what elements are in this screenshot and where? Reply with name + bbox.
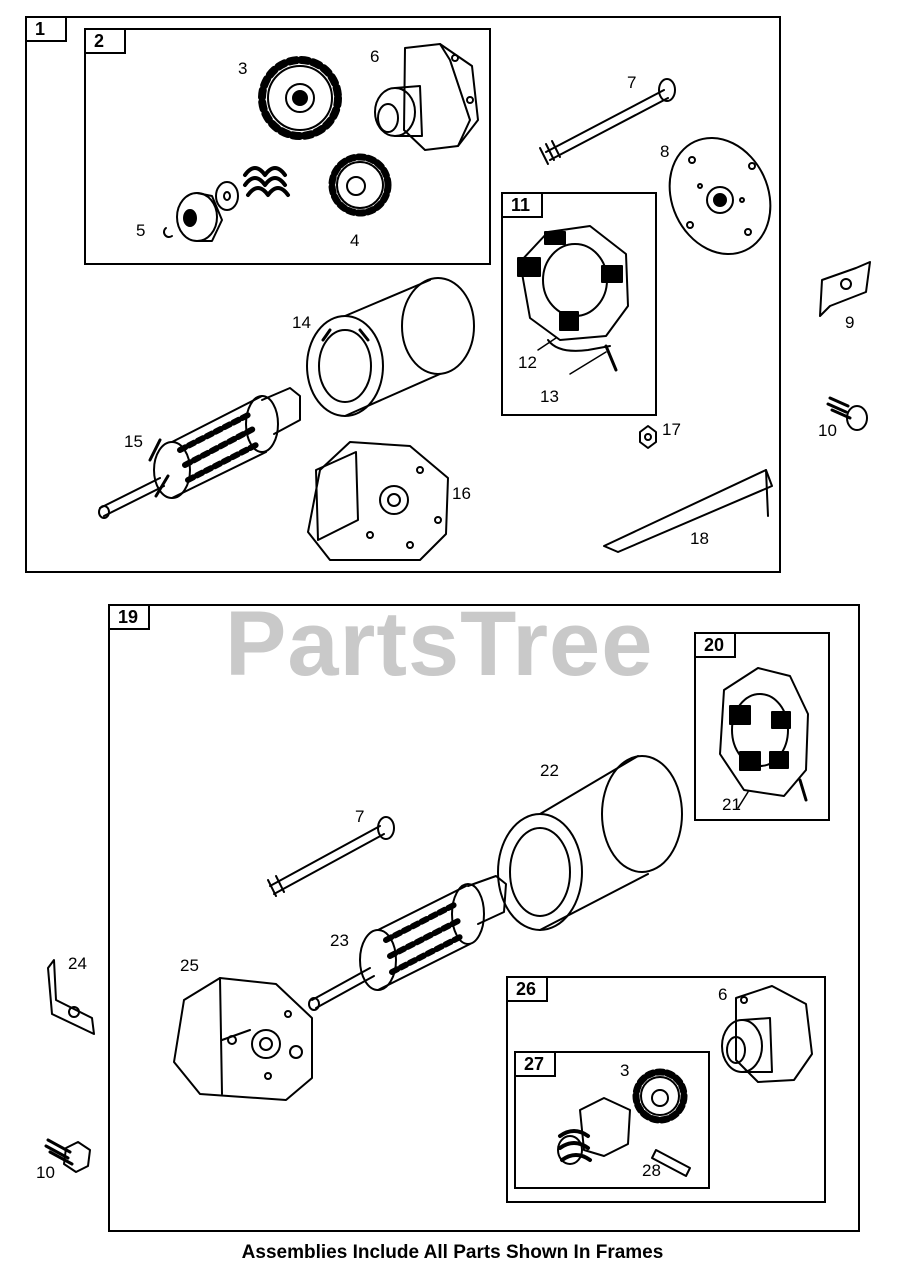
part-number-3: 3 (238, 59, 248, 78)
part-number-5: 5 (136, 221, 146, 240)
pinion-gear-3-drawing (258, 56, 342, 140)
part-number-4: 4 (350, 231, 360, 250)
drive-housing-6-drawing (374, 43, 479, 151)
armature-23-drawing (308, 875, 507, 1011)
bracket-24-drawing (47, 959, 95, 1035)
pinion-gear-3-lower-drawing (632, 1068, 688, 1124)
frame-label-20: 20 (694, 632, 736, 658)
assembly-frame-20: 20 (694, 632, 830, 821)
part-number-18: 18 (690, 529, 709, 548)
assembly-frame-27: 27 (514, 1051, 710, 1189)
part-number-6-lower: 6 (718, 985, 728, 1004)
part-number-6: 6 (370, 47, 380, 66)
assembly-frame-26: 26 (506, 976, 826, 1203)
screw-10-top-drawing (826, 396, 868, 431)
frame-label-2: 2 (84, 28, 126, 54)
part-number-25: 25 (180, 956, 199, 975)
part-number-3-lower: 3 (620, 1061, 630, 1080)
nut-17-drawing (639, 425, 657, 449)
assembly-frame-2: 2 (84, 28, 491, 265)
frame-label-11: 11 (501, 192, 543, 218)
assembly-frame-19: 19 (108, 604, 860, 1232)
frame-label-1: 1 (25, 16, 67, 42)
part-number-10: 10 (818, 421, 837, 440)
part-number-13: 13 (540, 387, 559, 406)
frame-label-27: 27 (514, 1051, 556, 1077)
part-number-15: 15 (124, 432, 143, 451)
part-number-10-lower: 10 (36, 1163, 55, 1182)
spring-assembly-27-drawing (557, 1097, 631, 1165)
part-number-21: 21 (722, 795, 741, 814)
part-number-23: 23 (330, 931, 349, 950)
watermark: PartsTree (225, 593, 654, 695)
part-number-7: 7 (627, 73, 637, 92)
frame-label-26: 26 (506, 976, 548, 1002)
part-number-24: 24 (68, 954, 87, 973)
part-number-7-lower: 7 (355, 807, 365, 826)
end-cap-8-drawing (668, 136, 772, 256)
assembly-frame-11: 11 (501, 192, 657, 416)
part-number-16: 16 (452, 484, 471, 503)
part-number-8: 8 (660, 142, 670, 161)
frame-label-19: 19 (108, 604, 150, 630)
screw-10-lower-drawing (44, 1138, 91, 1173)
motor-housing-22-drawing (497, 755, 683, 931)
pinion-gear-4-drawing (328, 153, 392, 217)
motor-housing-14-drawing (306, 277, 475, 417)
armature-15-drawing (98, 387, 301, 519)
bracket-9-drawing (819, 261, 871, 317)
end-plate-16-drawing (307, 441, 449, 561)
end-plate-25-drawing (173, 977, 313, 1101)
part-number-14: 14 (292, 313, 311, 332)
bushing-spring-5-drawing (163, 166, 290, 242)
assembly-frame-1: 1 (25, 16, 781, 573)
drive-housing-6-lower-drawing (721, 985, 813, 1083)
part-number-28: 28 (642, 1161, 661, 1180)
diagram-caption: Assemblies Include All Parts Shown In Fr… (241, 1242, 664, 1263)
part-number-12: 12 (518, 353, 537, 372)
part-number-9: 9 (845, 313, 855, 332)
brush-holder-11-drawing (517, 225, 629, 372)
pin-28-drawing (651, 1149, 691, 1177)
part-number-22: 22 (540, 761, 559, 780)
through-bolt-7-lower-drawing (267, 816, 395, 897)
through-bolt-7-drawing (539, 78, 676, 165)
part-number-17: 17 (662, 420, 681, 439)
brush-holder-20-drawing (719, 667, 809, 802)
strip-18-drawing (603, 469, 773, 553)
